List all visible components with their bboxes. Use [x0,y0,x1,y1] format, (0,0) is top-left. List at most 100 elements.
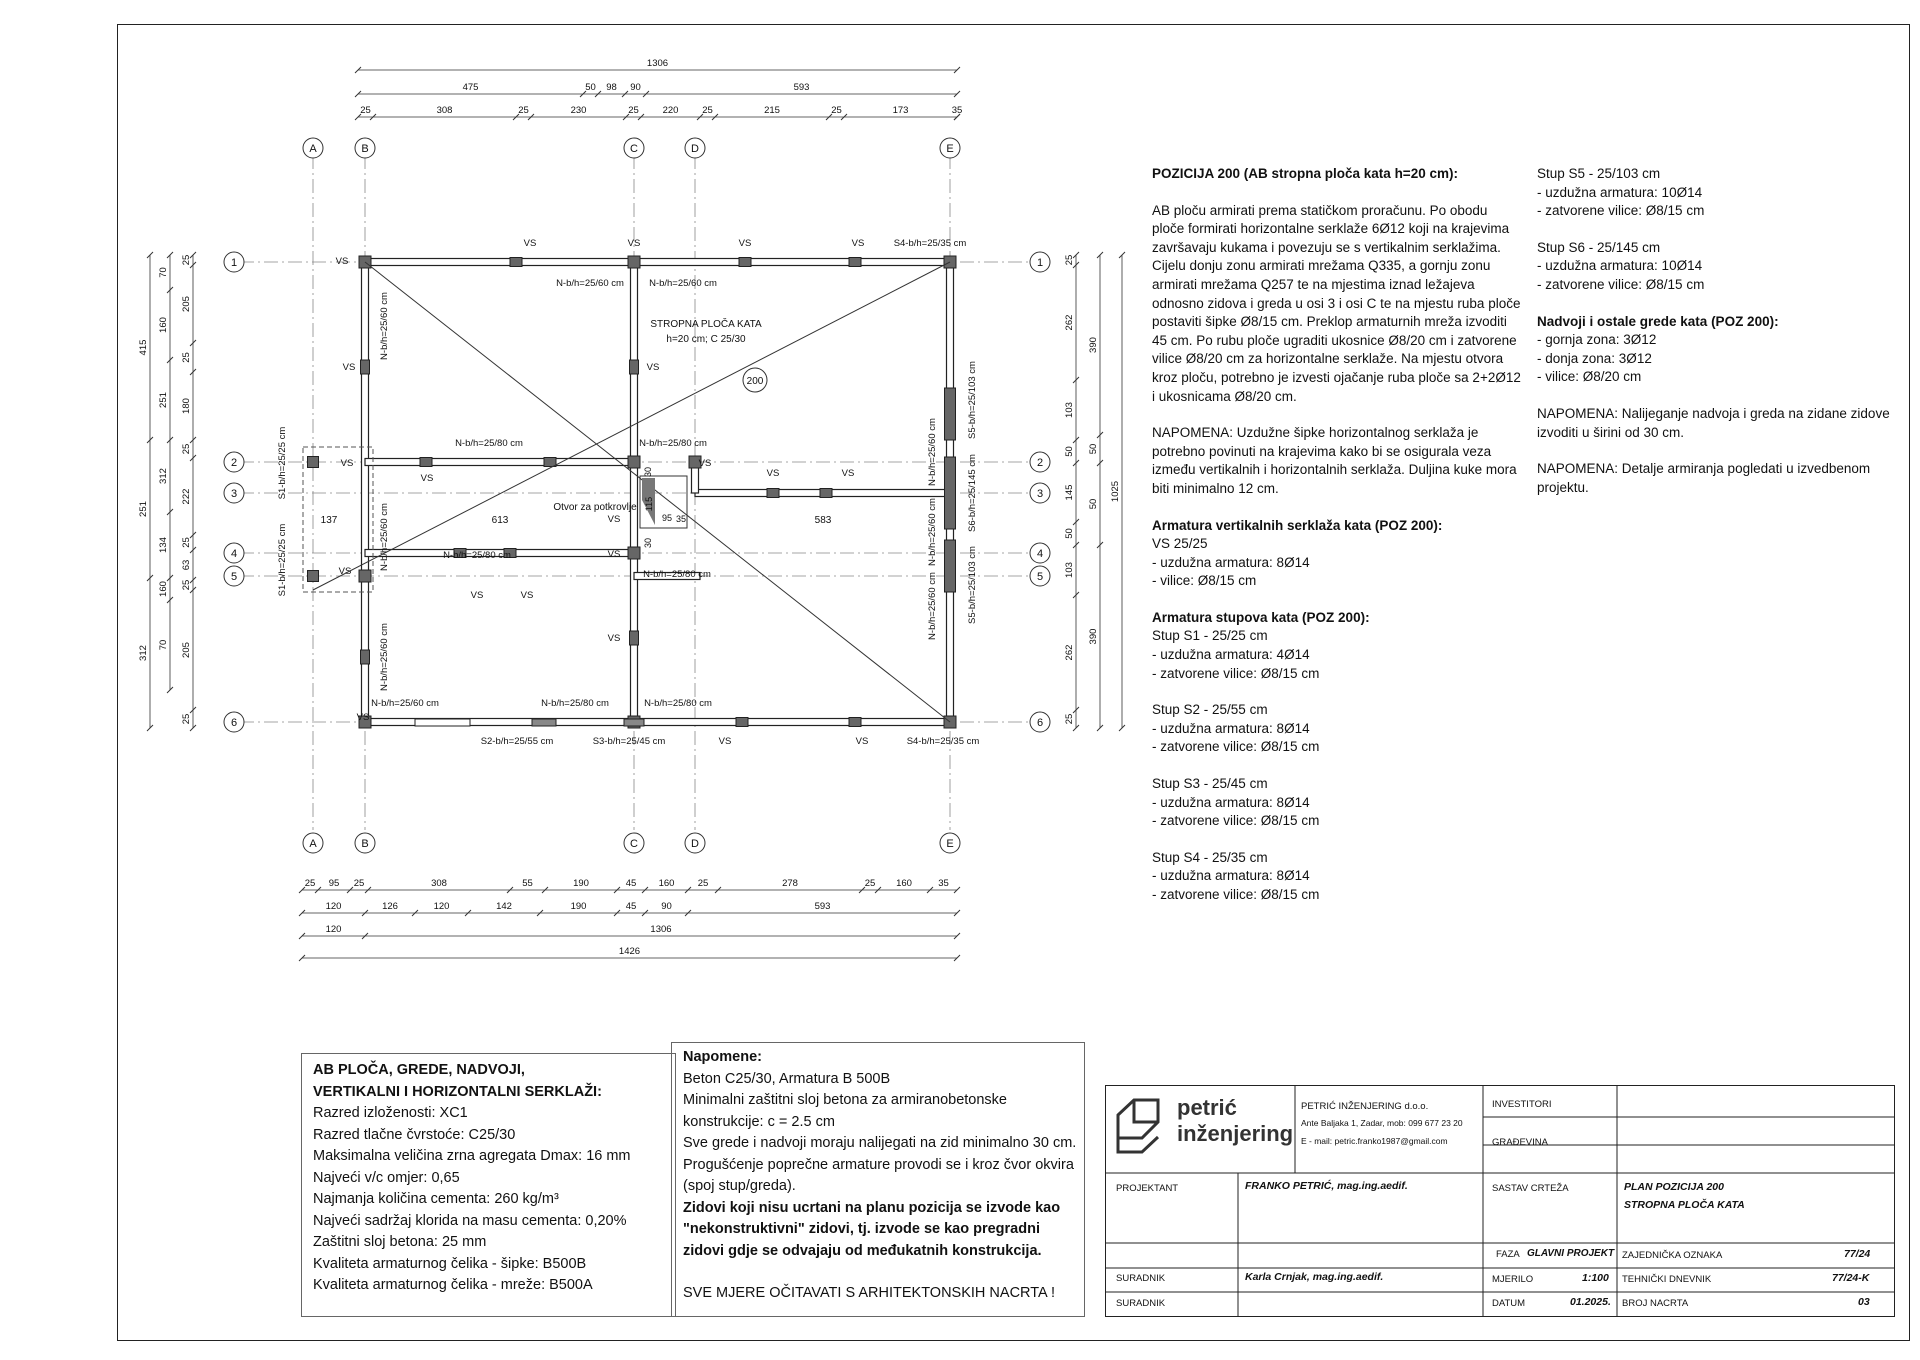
spec-column-1: POZICIJA 200 (AB stropna ploča kata h=20… [1152,165,1521,923]
column [360,649,370,665]
dim-text: 190 [571,901,587,912]
dim-tick [146,724,154,732]
text-line: - uzdužna armatura: 8Ø14 [1152,554,1310,570]
dim-text: 50 [1064,528,1075,539]
dim-text: 1426 [619,946,640,957]
text-line: - vilice: Ø8/20 cm [1537,369,1642,385]
drawing-frame [117,24,1910,1341]
dim-text: 25 [305,878,316,889]
dim-tick [298,932,306,940]
columns-title: Armatura stupova kata (POZ 200): [1152,609,1370,625]
dim-tick [346,886,354,894]
dim-tick [953,113,961,121]
beam-label: N-b/h=25/60 cm [927,498,938,566]
spec-note-1: NAPOMENA: Uzdužne šipke horizontalnog se… [1152,424,1521,498]
notes-bold-lines: Zidovi koji nisu ucrtani na planu pozici… [683,1198,1076,1263]
axis-bubble [1029,482,1051,504]
text-line: NAPOMENA: Detalje armiranja pogledati u … [1537,461,1871,477]
beam-label: VS [608,549,621,560]
axis-bubble [354,832,376,854]
tehnicki-value: 77/24-K [1832,1272,1870,1284]
dim-text: 415 [138,340,149,356]
dim-text: 278 [782,878,798,889]
beam-label: VS [339,566,352,577]
axis-bubble [1029,711,1051,733]
dim-text: 1025 [1110,481,1121,502]
dim-text: 25 [628,105,639,116]
axis-bubble [623,137,645,159]
dim-text: 55 [522,878,533,889]
text-line: - zatvorene vilice: Ø8/15 cm [1152,665,1320,681]
column [509,257,523,267]
text-line: Stup S1 - 25/25 cm [1152,628,1268,644]
axis-bubble-label: 1 [1037,257,1043,269]
text-line: NAPOMENA: Uzdužne šipke horizontalnog se… [1152,425,1479,441]
dim-tick [298,954,306,962]
dim-tick [1072,251,1080,259]
text-line: - uzdužna armatura: 8Ø14 [1152,720,1310,736]
axis-bubble [223,565,245,587]
dim-text: 262 [1064,645,1075,661]
slab-label: h=20 cm; C 25/30 [666,334,746,345]
opening [639,475,688,529]
dim-tick [189,261,197,269]
dim-tick [464,909,472,917]
dim-tick [637,113,645,121]
dim-tick [874,886,882,894]
text-line: - donja zona: 3Ø12 [1537,350,1652,366]
dim-tick [189,368,197,376]
axis-bubble-label: A [309,838,317,850]
dim-tick [1072,724,1080,732]
text-line: - zatvorene vilice: Ø8/15 cm [1152,739,1320,755]
axis-bubble [302,137,324,159]
text-line: - uzdužna armatura: 10Ø14 [1537,258,1703,274]
dim-text: 126 [382,901,398,912]
beam-label: VS [767,468,780,479]
text-line: VS 25/25 [1152,536,1208,552]
dim-text: 35 [938,878,949,889]
dim-tick [1072,376,1080,384]
dim-tick [1072,261,1080,269]
text-line: Razred izloženosti: XC1 [313,1105,468,1121]
beam [414,718,471,727]
dim-text: 90 [661,901,672,912]
dim-tick [189,531,197,539]
dim-tick [1096,459,1104,467]
dim-text: 95 [329,878,340,889]
notes-final: SVE MJERE OČITAVATI S ARHITEKTONSKIH NAC… [683,1285,1055,1301]
dim-text: 25 [181,714,192,725]
beam-label: S5-b/h=25/103 cm [967,546,978,624]
text-line: Stup S4 - 25/35 cm [1152,849,1268,865]
beam-label: N-b/h=25/60 cm [379,503,390,571]
dim-tick [189,586,197,594]
beam-label: S1-b/h=25/25 cm [277,524,288,597]
column [944,387,956,441]
dim-tick [166,596,174,604]
company-address: Ante Baljaka 1, Zadar, mob: 099 677 23 2… [1301,1118,1463,1128]
dim-text: 190 [573,878,589,889]
text-line: - vilice: Ø8/15 cm [1152,573,1257,589]
dim-tick [711,113,719,121]
note-3: NAPOMENA: Detalje armiranja pogledati u … [1537,460,1890,497]
projektant-label: PROJEKTANT [1116,1183,1179,1194]
dim-tick [1072,591,1080,599]
investitori-label: INVESTITORI [1492,1099,1552,1110]
beam-label: VS [341,458,354,469]
beam [633,571,701,581]
column [623,718,645,727]
dim-text: 205 [181,296,192,312]
dim-tick [146,251,154,259]
dim-tick [189,251,197,259]
axis-bubble-label: 4 [231,548,237,560]
axis-bubble [302,832,324,854]
dim-text: 251 [158,392,169,408]
gradevina-label: GRAĐEVINA [1492,1137,1548,1148]
projektant-name: FRANKO PETRIĆ, mag.ing.aedif. [1245,1180,1408,1192]
column [453,548,467,558]
axis-bubble-label: C [630,838,638,850]
dim-tick [166,574,174,582]
text-line: Sve grede i nadvoji moraju nalijegati na… [683,1135,1077,1151]
